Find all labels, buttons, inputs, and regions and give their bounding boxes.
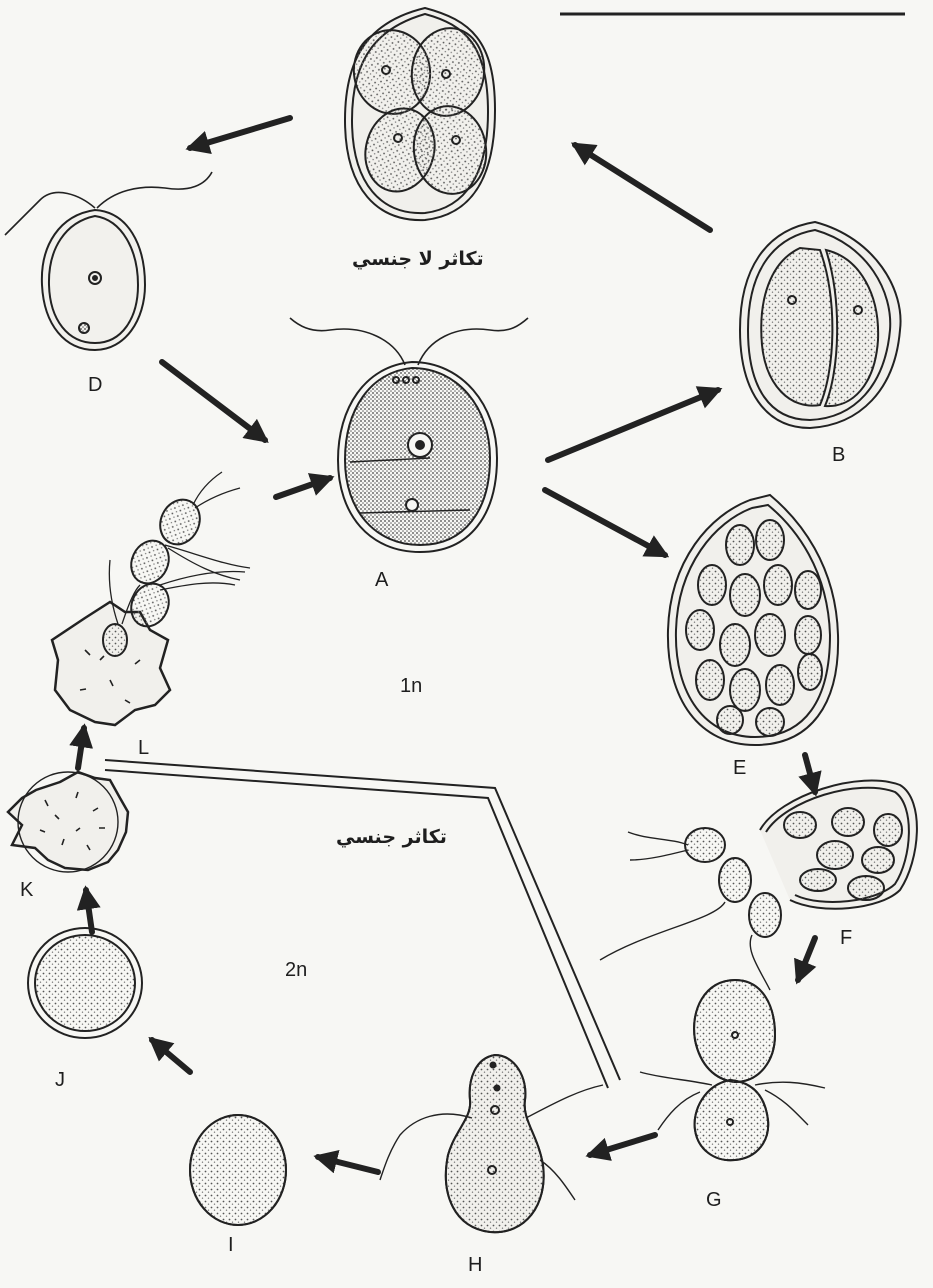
- cell-d-motile: [5, 172, 212, 350]
- arrow-h-to-i: [318, 1157, 378, 1172]
- label-e: E: [733, 758, 746, 778]
- arrow-l-to-a: [276, 478, 330, 497]
- cell-four-daughter-cells: [345, 8, 495, 220]
- label-a: A: [375, 570, 388, 590]
- arrow-c-to-d: [190, 118, 290, 148]
- sexual-reproduction-label: تكاثر جنسي: [336, 826, 447, 848]
- label-d: D: [88, 375, 102, 395]
- arrow-g-to-h: [590, 1135, 655, 1155]
- label-l: L: [138, 738, 149, 758]
- cell-a-vegetative: [290, 318, 528, 552]
- arrow-j-to-k: [86, 890, 92, 932]
- cell-k-zygospore: [8, 772, 128, 872]
- cell-b-two-daughter-cells: [740, 222, 901, 428]
- label-j: J: [55, 1070, 65, 1090]
- cell-f-gamete-release: [600, 781, 917, 990]
- cell-e-many-daughter-cells: [668, 495, 838, 745]
- label-i: I: [228, 1235, 234, 1255]
- arrow-i-to-j: [152, 1040, 190, 1072]
- haploid-label: 1n: [400, 676, 422, 696]
- cell-i-zygote: [190, 1115, 286, 1225]
- label-k: K: [20, 880, 33, 900]
- label-b: B: [832, 445, 845, 465]
- arrow-a-to-e: [545, 490, 665, 555]
- arrow-k-to-l: [78, 728, 84, 768]
- arrow-e-to-f: [805, 755, 815, 792]
- label-h: H: [468, 1255, 482, 1275]
- arrow-f-to-g: [798, 938, 815, 980]
- arrow-d-to-a: [162, 362, 265, 440]
- cell-l-germination: [52, 472, 250, 725]
- ploidy-boundary-line: [105, 760, 620, 1088]
- cell-g-gamete-pairing: [640, 980, 825, 1160]
- label-f: F: [840, 928, 852, 948]
- arrow-b-to-c: [575, 145, 710, 230]
- label-g: G: [706, 1190, 722, 1210]
- asexual-reproduction-label: تكاثر لا جنسي: [352, 248, 484, 270]
- diploid-label: 2n: [285, 960, 307, 980]
- cell-j-zygote-wall: [28, 928, 142, 1038]
- arrow-a-to-b: [548, 390, 718, 460]
- cell-h-zygote-forming: [380, 1055, 603, 1232]
